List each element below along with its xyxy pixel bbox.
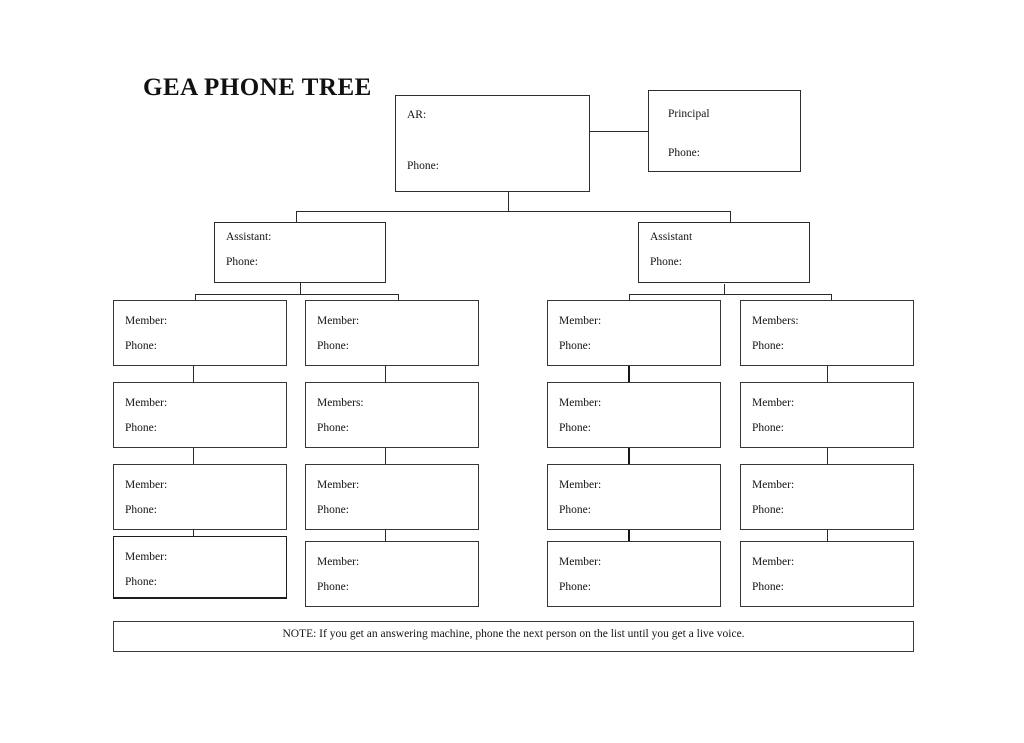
node-member-c1-r4[interactable]: Member: Phone:	[113, 536, 287, 599]
node-member-c2-r1-name-label: Member:	[317, 315, 360, 327]
connector-ar-bus	[296, 211, 730, 212]
node-member-c3-r4[interactable]: Member: Phone:	[547, 541, 721, 607]
node-assistant-right[interactable]: Assistant Phone:	[638, 222, 810, 283]
connector-drop-assistant-right	[730, 211, 731, 222]
connector-ar-stem	[508, 192, 509, 211]
node-member-c4-r4[interactable]: Member: Phone:	[740, 541, 914, 607]
node-principal-phone-label: Phone:	[668, 147, 700, 159]
node-member-c1-r1[interactable]: Member: Phone:	[113, 300, 287, 366]
node-member-c1-r3[interactable]: Member: Phone:	[113, 464, 287, 530]
node-member-c2-r3[interactable]: Member: Phone:	[305, 464, 479, 530]
node-member-c2-r4-phone-label: Phone:	[317, 581, 349, 593]
node-principal[interactable]: Principal Phone:	[648, 90, 801, 172]
connector-drop-col4	[831, 294, 832, 301]
connector-col4-r3-r4	[827, 530, 828, 541]
node-member-c4-r3-name-label: Member:	[752, 479, 795, 491]
connector-col2-r2-r3	[385, 448, 386, 464]
node-member-c1-r3-phone-label: Phone:	[125, 504, 157, 516]
connector-drop-col1	[195, 294, 196, 301]
node-member-c4-r2-phone-label: Phone:	[752, 422, 784, 434]
connector-drop-col3	[629, 294, 630, 301]
node-member-c2-r1[interactable]: Member: Phone:	[305, 300, 479, 366]
node-member-c4-r3-phone-label: Phone:	[752, 504, 784, 516]
node-member-c1-r1-name-label: Member:	[125, 315, 168, 327]
node-member-c4-r1-name-label: Members:	[752, 315, 799, 327]
node-ar[interactable]: AR: Phone:	[395, 95, 590, 192]
node-member-c3-r4-name-label: Member:	[559, 556, 602, 568]
node-member-c3-r3-name-label: Member:	[559, 479, 602, 491]
node-member-c4-r4-phone-label: Phone:	[752, 581, 784, 593]
node-member-c3-r1-phone-label: Phone:	[559, 340, 591, 352]
node-member-c2-r4-name-label: Member:	[317, 556, 360, 568]
node-member-c4-r1-phone-label: Phone:	[752, 340, 784, 352]
node-assistant-left[interactable]: Assistant: Phone:	[214, 222, 386, 283]
node-member-c3-r3[interactable]: Member: Phone:	[547, 464, 721, 530]
node-member-c3-r2-phone-label: Phone:	[559, 422, 591, 434]
connector-col2-r3-r4	[385, 530, 386, 541]
connector-col1-r2-r3	[193, 448, 194, 464]
node-member-c3-r2[interactable]: Member: Phone:	[547, 382, 721, 448]
connector-drop-col2	[398, 294, 399, 301]
connector-assistant-left-bus	[195, 294, 398, 295]
note-box: NOTE: If you get an answering machine, p…	[113, 621, 914, 652]
node-member-c2-r2[interactable]: Members: Phone:	[305, 382, 479, 448]
connector-col1-r3-r4	[193, 530, 194, 536]
node-member-c3-r4-phone-label: Phone:	[559, 581, 591, 593]
node-member-c1-r4-phone-label: Phone:	[125, 576, 157, 588]
node-member-c3-r1-name-label: Member:	[559, 315, 602, 327]
connector-col3-r2-r3	[628, 448, 630, 464]
node-member-c1-r2-phone-label: Phone:	[125, 422, 157, 434]
connector-assistant-left-stem	[300, 283, 301, 294]
node-member-c3-r3-phone-label: Phone:	[559, 504, 591, 516]
connector-col2-r1-r2	[385, 366, 386, 382]
node-assistant-right-phone-label: Phone:	[650, 256, 682, 268]
node-member-c1-r3-name-label: Member:	[125, 479, 168, 491]
connector-assistant-right-stem	[724, 284, 725, 294]
connector-col3-r3-r4	[628, 530, 630, 541]
node-member-c3-r1[interactable]: Member: Phone:	[547, 300, 721, 366]
node-member-c2-r2-phone-label: Phone:	[317, 422, 349, 434]
connector-col1-r1-r2	[193, 366, 194, 382]
connector-col3-r1-r2	[628, 366, 630, 382]
connector-drop-assistant-left	[296, 211, 297, 222]
node-member-c4-r2[interactable]: Member: Phone:	[740, 382, 914, 448]
node-principal-name-label: Principal	[668, 108, 710, 120]
node-assistant-left-phone-label: Phone:	[226, 256, 258, 268]
node-ar-name-label: AR:	[407, 109, 427, 121]
node-member-c1-r2-name-label: Member:	[125, 397, 168, 409]
connector-col4-r2-r3	[827, 448, 828, 464]
node-member-c1-r2[interactable]: Member: Phone:	[113, 382, 287, 448]
note-text: NOTE: If you get an answering machine, p…	[282, 628, 745, 640]
node-member-c2-r3-phone-label: Phone:	[317, 504, 349, 516]
node-ar-phone-label: Phone:	[407, 160, 439, 172]
node-member-c1-r4-name-label: Member:	[125, 551, 168, 563]
node-member-c1-r1-phone-label: Phone:	[125, 340, 157, 352]
node-member-c2-r1-phone-label: Phone:	[317, 340, 349, 352]
node-member-c3-r2-name-label: Member:	[559, 397, 602, 409]
node-member-c2-r2-name-label: Members:	[317, 397, 364, 409]
node-member-c4-r2-name-label: Member:	[752, 397, 795, 409]
connector-col4-r1-r2	[827, 366, 828, 382]
node-member-c4-r4-name-label: Member:	[752, 556, 795, 568]
connector-assistant-right-bus	[629, 294, 831, 295]
node-member-c2-r4[interactable]: Member: Phone:	[305, 541, 479, 607]
page-title: GEA PHONE TREE	[143, 74, 372, 101]
node-member-c4-r1[interactable]: Members: Phone:	[740, 300, 914, 366]
node-assistant-left-name-label: Assistant:	[226, 231, 272, 243]
node-member-c2-r3-name-label: Member:	[317, 479, 360, 491]
node-assistant-right-name-label: Assistant	[650, 231, 693, 243]
node-member-c4-r3[interactable]: Member: Phone:	[740, 464, 914, 530]
connector-ar-to-principal	[590, 131, 648, 132]
